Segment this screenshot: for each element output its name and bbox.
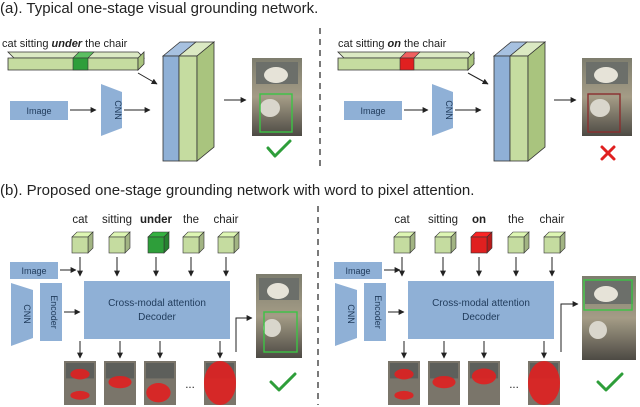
panel-b-title: (b). Proposed one-stage grounding networ… bbox=[0, 182, 474, 199]
word-token-label: chair bbox=[214, 214, 239, 226]
word-cube bbox=[217, 231, 240, 254]
panel-a-right-image-label: Image bbox=[360, 106, 385, 116]
panel-a-left-arrow-text bbox=[137, 72, 158, 85]
panel-b-left-cnn bbox=[11, 283, 33, 346]
attention-map bbox=[388, 361, 420, 405]
panel-b-right-token-arrows bbox=[399, 257, 555, 277]
panel-b-right-cnn bbox=[335, 283, 357, 346]
panel-a-left-cnn-label: CNN bbox=[113, 100, 123, 120]
panel-a-right-arrow-text bbox=[467, 72, 489, 85]
panel-a-left-result-photo bbox=[252, 58, 302, 136]
word-token-label: cat bbox=[72, 214, 88, 226]
panel-a-right-cross-icon bbox=[600, 145, 616, 161]
panel-b-right-attention-maps bbox=[388, 361, 560, 405]
panel-a-title: (a). Typical one-stage visual grounding … bbox=[0, 0, 318, 17]
attention-map bbox=[428, 361, 460, 405]
panel-a-right-bbox bbox=[587, 93, 621, 133]
panel-a-right-result-photo bbox=[582, 58, 632, 136]
attention-map bbox=[144, 361, 176, 405]
panel-b-right-decoder-label-2: Decoder bbox=[462, 312, 500, 323]
panel-b-left-bbox bbox=[263, 311, 298, 353]
panel-b-right-cnn-label: CNN bbox=[346, 304, 356, 324]
panel-b-left-attention-maps bbox=[64, 361, 236, 405]
panel-b-right-image-label: Image bbox=[345, 266, 370, 276]
panel-a-left-phrase: cat sitting under the chair bbox=[2, 38, 128, 50]
panel-a-left-fused-feature bbox=[161, 41, 216, 162]
panel-b-left-encoder-label: Encoder bbox=[49, 295, 59, 329]
panel-b-left-check-icon bbox=[269, 372, 297, 392]
attention-map bbox=[468, 361, 500, 405]
panel-b-left-decoder bbox=[84, 281, 230, 339]
word-cube bbox=[434, 231, 457, 254]
panel-b-left-output-arrows bbox=[77, 341, 223, 359]
word-cube bbox=[182, 231, 205, 254]
panel-b-left-arrow-final bbox=[235, 315, 253, 352]
word-token-label: sitting bbox=[102, 214, 132, 226]
panel-a-left-bbox bbox=[259, 93, 293, 133]
word-cube bbox=[543, 231, 566, 254]
panel-a-right-cnn-label: CNN bbox=[444, 100, 454, 120]
panel-a-right-fused-feature bbox=[492, 41, 547, 162]
word-cube bbox=[470, 231, 493, 254]
panel-a-left-keyword: under bbox=[52, 38, 83, 50]
panel-b-right-check-icon bbox=[596, 372, 624, 392]
panel-b-left-image-label: Image bbox=[21, 266, 46, 276]
panel-a-right-phrase: cat sitting on the chair bbox=[338, 38, 447, 50]
panel-b-right-encoder-label: Encoder bbox=[373, 295, 383, 329]
panel-b-right-bbox bbox=[583, 279, 633, 311]
panel-b-left-token-arrows bbox=[77, 257, 229, 277]
panel-a-left-keyword-token bbox=[72, 57, 89, 71]
word-cube bbox=[393, 231, 416, 254]
panel-b-left-decoder-label-1: Cross-modal attention bbox=[108, 298, 206, 309]
panel-b-left-word-cubes bbox=[71, 231, 240, 254]
word-token-label: chair bbox=[540, 214, 565, 226]
word-token-label: cat bbox=[394, 214, 410, 226]
panel-b-right-image-box bbox=[334, 262, 382, 279]
panel-b-right-words: cat sitting on the chair bbox=[394, 214, 564, 226]
panel-a-left-image-box bbox=[10, 101, 68, 120]
panel-b-right-output-arrows bbox=[401, 341, 547, 359]
panel-b-right-ellipsis: ... bbox=[509, 379, 519, 391]
word-token-label: on bbox=[472, 214, 486, 226]
word-token-label: the bbox=[508, 214, 524, 226]
panel-b-left-cnn-label: CNN bbox=[22, 304, 32, 324]
panel-b-left-words: cat sitting under the chair bbox=[72, 214, 238, 226]
attention-map bbox=[104, 361, 136, 405]
attention-map bbox=[528, 361, 560, 405]
word-cube bbox=[108, 231, 131, 254]
panel-a-left-cnn bbox=[101, 84, 122, 136]
panel-b-left-decoder-label-2: Decoder bbox=[138, 312, 176, 323]
word-token-label: the bbox=[183, 214, 199, 226]
panel-b-right-arrow-final bbox=[560, 301, 579, 352]
panel-a-right-text-feature bbox=[337, 51, 475, 71]
word-cube bbox=[507, 231, 530, 254]
panel-b-right-result-photo bbox=[582, 276, 636, 360]
word-token-label: under bbox=[140, 214, 172, 226]
word-cube bbox=[71, 231, 94, 254]
panel-b-right-decoder-label-1: Cross-modal attention bbox=[432, 298, 530, 309]
word-cube bbox=[147, 231, 170, 254]
panel-a-left-image-label: Image bbox=[26, 106, 51, 116]
panel-b-right-decoder bbox=[408, 281, 554, 339]
panel-a-left-check-icon bbox=[266, 139, 292, 158]
panel-a-right-cnn bbox=[432, 84, 453, 136]
panel-b-right-word-cubes bbox=[393, 231, 566, 254]
panel-b-left-result-photo bbox=[256, 274, 302, 358]
panel-b-right-encoder bbox=[364, 283, 386, 341]
panel-a-right-image-box bbox=[344, 101, 402, 120]
panel-b-left-image-box bbox=[10, 262, 58, 279]
panel-a-right-keyword: on bbox=[388, 38, 402, 50]
panel-b-left-ellipsis: ... bbox=[185, 379, 195, 391]
panel-b-left-encoder bbox=[40, 283, 62, 341]
panel-a-right-keyword-token bbox=[399, 57, 415, 71]
word-token-label: sitting bbox=[428, 214, 458, 226]
attention-map bbox=[204, 361, 236, 405]
panel-a-left-text-feature bbox=[7, 51, 145, 71]
attention-map bbox=[64, 361, 96, 405]
